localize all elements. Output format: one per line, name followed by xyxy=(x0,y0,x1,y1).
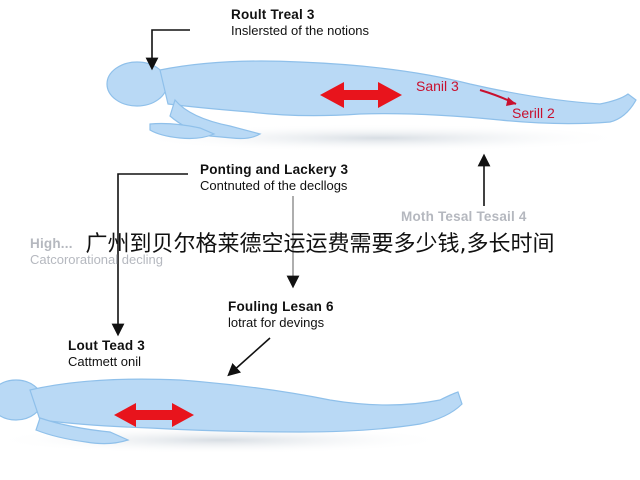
label-center-low: Fouling Lesan 6 lotrat for devings xyxy=(228,299,334,330)
arrow-fouling-to-lower xyxy=(227,337,271,377)
red-label-upper: Sanil 3 xyxy=(416,78,459,94)
label-mid-title: Ponting and Lackery 3 xyxy=(200,162,349,177)
label-right-faded-title: Moth Tesal Tesail 4 xyxy=(401,209,527,224)
arrow-mid-to-lower xyxy=(111,173,188,337)
label-mid-sub: Contnuted of the decllogs xyxy=(200,178,348,193)
upper-red-double-arrow xyxy=(320,82,402,108)
label-left-faded-title: High... xyxy=(30,236,73,251)
upper-body-figure xyxy=(106,60,637,140)
label-center-low-title: Fouling Lesan 6 xyxy=(228,299,334,314)
label-mid: Ponting and Lackery 3 Contnuted of the d… xyxy=(200,162,348,193)
red-pointer-head xyxy=(506,97,516,106)
label-lower-left-sub: Cattmett onil xyxy=(68,354,141,369)
red-label-lower: Serill 2 xyxy=(512,105,555,121)
overlay-caption: 广州到贝尔格莱德空运运费需要多少钱,多长时间 xyxy=(85,232,555,257)
label-left-faded-sub: Catcororational decling xyxy=(30,252,163,267)
label-top-sub: Inslersted of the notions xyxy=(231,23,370,38)
label-top-title: Roult Treal 3 xyxy=(231,7,315,22)
label-lower-left-title: Lout Tead 3 xyxy=(68,338,145,353)
lower-red-double-arrow xyxy=(114,403,194,427)
label-lower-left: Lout Tead 3 Cattmett onil xyxy=(68,338,145,369)
arrow-top-to-head xyxy=(145,29,190,71)
label-left-faded: High... Catcororational decling xyxy=(30,236,163,267)
label-right-faded: Moth Tesal Tesail 4 xyxy=(401,209,527,224)
upper-floor-shadow xyxy=(130,124,630,152)
label-top: Roult Treal 3 Inslersted of the notions xyxy=(231,7,369,38)
label-center-low-sub: lotrat for devings xyxy=(228,315,325,330)
